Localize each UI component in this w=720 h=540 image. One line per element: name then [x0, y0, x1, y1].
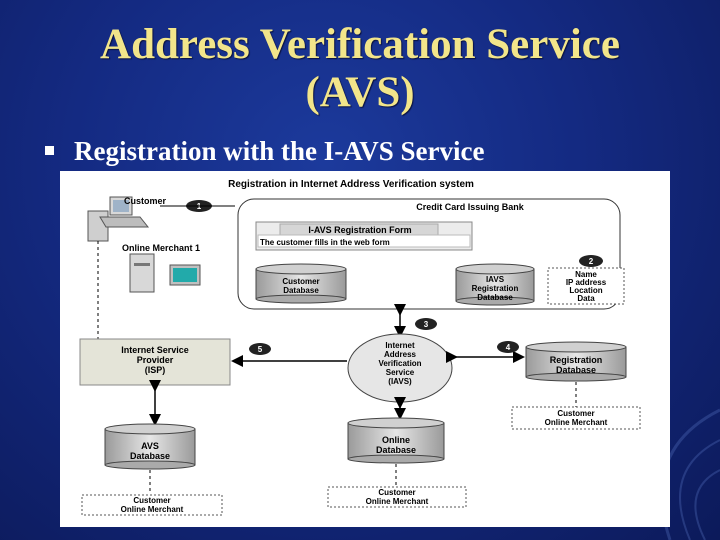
form-title: I-AVS Registration Form	[308, 225, 411, 235]
registration-database-cylinder	[525, 341, 627, 382]
isp-box	[79, 338, 231, 386]
isp-line2: Provider	[137, 355, 174, 365]
registration-diagram: Registration in Internet Address Verific…	[60, 171, 670, 527]
isp-line1: Internet Service	[121, 345, 189, 355]
com-left-line2: Online Merchant	[121, 505, 184, 514]
iavs-db-line2: Registration	[472, 284, 519, 293]
iavs-service-line3: Verification	[378, 359, 421, 368]
isp-line3: (ISP)	[145, 365, 166, 375]
step-5-marker	[249, 343, 271, 355]
location-data-line4: Data	[577, 294, 595, 303]
slide-title-line2: (AVS)	[305, 69, 415, 116]
diagram-caption: Registration in Internet Address Verific…	[228, 179, 474, 190]
step-5-label: 5	[258, 345, 263, 354]
com-center-line1: Customer	[378, 488, 415, 497]
registration-db-line2: Database	[556, 365, 596, 375]
bullet-item: Registration with the I-AVS Service	[45, 136, 484, 167]
location-data-line1: Name	[575, 270, 597, 279]
bullet-square-icon	[45, 146, 54, 156]
step-3-marker	[415, 318, 437, 330]
merchant-server-icon	[129, 253, 201, 293]
merchant-label: Online Merchant 1	[122, 243, 200, 253]
step-2-marker	[579, 255, 603, 267]
avs-database-cylinder	[104, 423, 196, 470]
com-right-line2: Online Merchant	[545, 418, 608, 427]
avs-db-line1: AVS	[141, 441, 159, 451]
step-2-label: 2	[589, 257, 594, 266]
bank-label: Credit Card Issuing Bank	[416, 202, 525, 212]
step-3-label: 3	[424, 320, 429, 329]
online-database-cylinder	[347, 417, 445, 464]
avs-db-line2: Database	[130, 451, 170, 461]
form-text: The customer fills in the web form	[260, 238, 390, 247]
slide-title-line1: Address Verification Service	[100, 21, 620, 68]
customer-computer-icon	[87, 196, 150, 242]
location-data-line2: IP address	[566, 278, 607, 287]
iavs-service-line4: Service	[386, 368, 415, 377]
customer-online-merchant-box-right	[511, 406, 641, 430]
customer-db-line1: Customer	[282, 277, 319, 286]
online-db-line1: Online	[382, 435, 410, 445]
registration-form	[255, 221, 473, 251]
location-data-line3: Location	[569, 286, 602, 295]
com-left-line1: Customer	[133, 496, 170, 505]
iavs-db-line3: Database	[477, 293, 513, 302]
bullet-text: Registration with the I-AVS Service	[74, 136, 485, 166]
customer-online-merchant-box-left	[81, 494, 223, 516]
location-data-box	[547, 267, 625, 305]
step-4-label: 4	[506, 343, 511, 352]
iavs-service-line2: Address	[384, 350, 417, 359]
iavs-service-line1: Internet	[385, 341, 415, 350]
customer-db-line2: Database	[283, 286, 319, 295]
step-4-marker	[497, 341, 519, 353]
customer-online-merchant-box-center	[327, 486, 467, 508]
online-db-line2: Database	[376, 445, 416, 455]
customer-label: Customer	[124, 196, 167, 206]
iavs-service-line5: (IAVS)	[388, 377, 412, 386]
com-center-line2: Online Merchant	[366, 497, 429, 506]
iavs-db-line1: IAVS	[486, 275, 505, 284]
registration-db-line1: Registration	[550, 355, 603, 365]
iavs-registration-database-cylinder	[455, 263, 535, 306]
com-right-line1: Customer	[557, 409, 594, 418]
customer-database-cylinder	[255, 263, 347, 304]
